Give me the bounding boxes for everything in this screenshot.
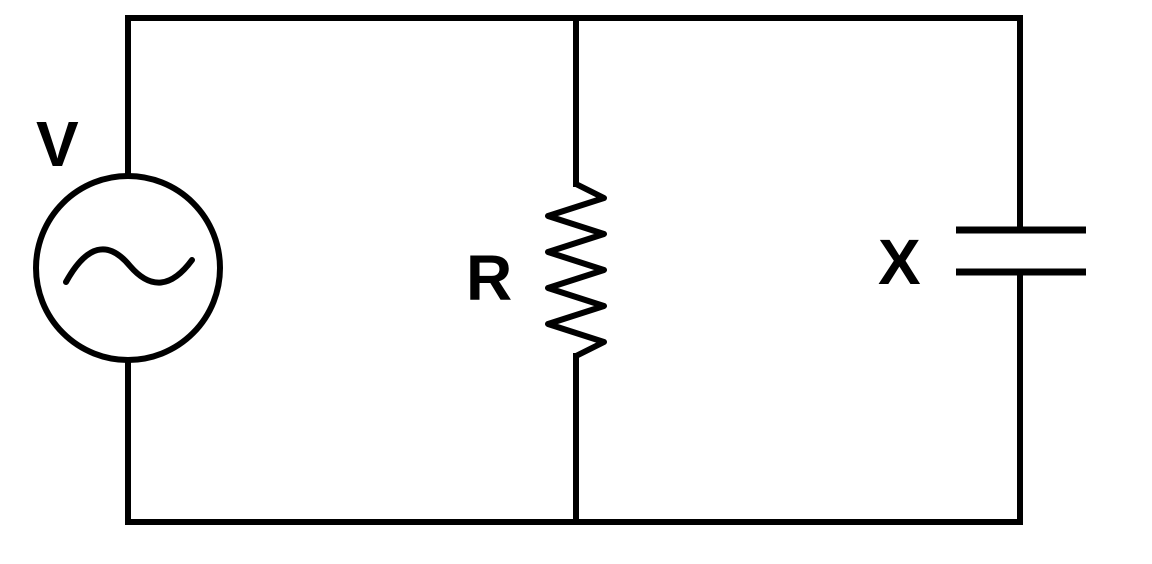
capacitor-label: X [878, 226, 921, 298]
resistor-symbol [545, 181, 607, 359]
ac-source-symbol [33, 173, 223, 363]
resistor-label: R [466, 242, 512, 314]
source-label: V [36, 108, 79, 180]
sine-wave-icon [63, 246, 195, 286]
